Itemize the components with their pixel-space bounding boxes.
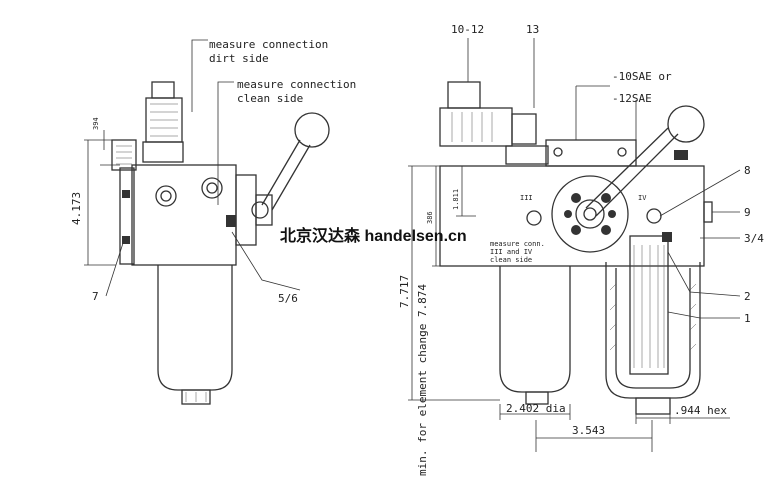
measure-conn-line3: clean side [490, 256, 532, 264]
label-3-4: 3/4 [744, 232, 764, 245]
dim-4173: 4.173 [70, 192, 83, 225]
label-1: 1 [744, 312, 751, 325]
right-view: 10-12 13 -10SAE or -12SAE III IV [398, 23, 764, 476]
port-iv: IV [638, 194, 647, 202]
callout-dirt-line2: dirt side [209, 52, 269, 65]
callout-dirt-line1: measure connection [209, 38, 328, 51]
measure-conn-line2: III and IV [490, 248, 533, 256]
dim-3543: 3.543 [572, 424, 605, 437]
callout-clean-line2: clean side [237, 92, 303, 105]
callout-clean-line1: measure connection [237, 78, 356, 91]
min-change-label: min. for element change 7.874 [416, 284, 429, 476]
label-9: 9 [744, 206, 751, 219]
measure-conn-line1: measure conn. [490, 240, 545, 248]
dim-394: 394 [92, 117, 100, 130]
label-7: 7 [92, 290, 99, 303]
label-8: 8 [744, 164, 751, 177]
label-13: 13 [526, 23, 539, 36]
dim-7717: 7.717 [398, 275, 411, 308]
dim-386: 386 [426, 211, 434, 224]
label-2: 2 [744, 290, 751, 303]
dim-944-hex: .944 hex [674, 404, 727, 417]
left-view: measure connection dirt side measure con… [70, 38, 356, 405]
dim-2402: 2.402 dia [506, 402, 566, 415]
dim-1811: 1.811 [452, 189, 460, 210]
port-iii: III [520, 194, 533, 202]
label-10-12: 10-12 [451, 23, 484, 36]
watermark: 北京汉达森 handelsen.cn [280, 226, 467, 245]
sae-12-label: -12SAE [612, 92, 652, 105]
sae-10-label: -10SAE or [612, 70, 672, 83]
label-5-6: 5/6 [278, 292, 298, 305]
